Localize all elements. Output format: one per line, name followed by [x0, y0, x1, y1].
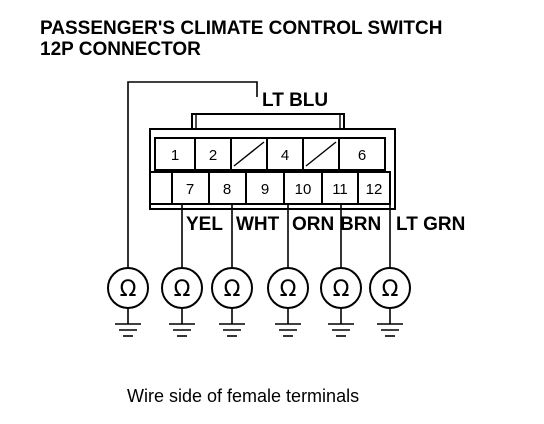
- pin-cell-11: [321, 171, 359, 205]
- caption: Wire side of female terminals: [127, 386, 359, 406]
- pin-number-7: 7: [186, 181, 194, 198]
- wire-label-orn: ORN: [292, 214, 334, 235]
- pin-cell-4: [266, 137, 304, 171]
- empty-cavity-mark: [233, 141, 265, 167]
- connector-lock-tab: [191, 113, 345, 130]
- pin-cell-7: [171, 171, 210, 205]
- ground-icon: [377, 323, 403, 337]
- ohmmeter-4: Ω: [267, 267, 309, 337]
- pin-number-11: 11: [332, 181, 348, 198]
- ohmmeter-5: Ω: [320, 267, 362, 337]
- ohm-symbol: Ω: [224, 277, 241, 302]
- title-line-2: 12P CONNECTOR: [40, 39, 201, 60]
- connector-housing: [149, 113, 396, 210]
- ground-icon: [275, 323, 301, 337]
- wire-label-wht: WHT: [236, 214, 280, 235]
- pin-cell-8: [208, 171, 247, 205]
- pin-cell-10: [283, 171, 323, 205]
- wire-label-yel: YEL: [186, 214, 223, 235]
- pin-numbers: 1 2 4 6 7 8 9 10 11 12: [171, 147, 383, 198]
- ground-icon: [115, 323, 141, 337]
- wire-label-lt-grn: LT GRN: [396, 214, 465, 235]
- pin-number-8: 8: [223, 181, 231, 198]
- pin-wires: [181, 204, 391, 268]
- pin-number-2: 2: [209, 147, 217, 164]
- connector-notch: [149, 171, 173, 205]
- ohm-symbol: Ω: [280, 277, 297, 302]
- empty-cavity-mark: [305, 141, 337, 167]
- ohmmeter-1: Ω: [107, 267, 149, 337]
- wire-label-lt-blu: LT BLU: [262, 90, 328, 111]
- pin-number-6: 6: [358, 147, 366, 164]
- ground-icon: [169, 323, 195, 337]
- ohmmeter-6: Ω: [369, 267, 411, 337]
- pin-number-10: 10: [295, 181, 312, 198]
- lt-blu-wire: [127, 81, 258, 268]
- ohm-symbol: Ω: [174, 277, 191, 302]
- pin-number-4: 4: [281, 147, 289, 164]
- ohm-symbol: Ω: [382, 277, 399, 302]
- pin-number-12: 12: [366, 181, 383, 198]
- wire-label-brn: BRN: [340, 214, 381, 235]
- pin-cell-12: [357, 171, 391, 205]
- ohm-symbol: Ω: [333, 277, 350, 302]
- ground-icon: [328, 323, 354, 337]
- pin-cell-6: [338, 137, 386, 171]
- ohm-symbol: Ω: [120, 277, 137, 302]
- pin-number-1: 1: [171, 147, 179, 164]
- title-line-1: PASSENGER'S CLIMATE CONTROL SWITCH: [40, 18, 442, 39]
- ohmmeter-2: Ω: [161, 267, 203, 337]
- pin-number-9: 9: [261, 181, 269, 198]
- ohmmeter-3: Ω: [211, 267, 253, 337]
- ground-icon: [219, 323, 245, 337]
